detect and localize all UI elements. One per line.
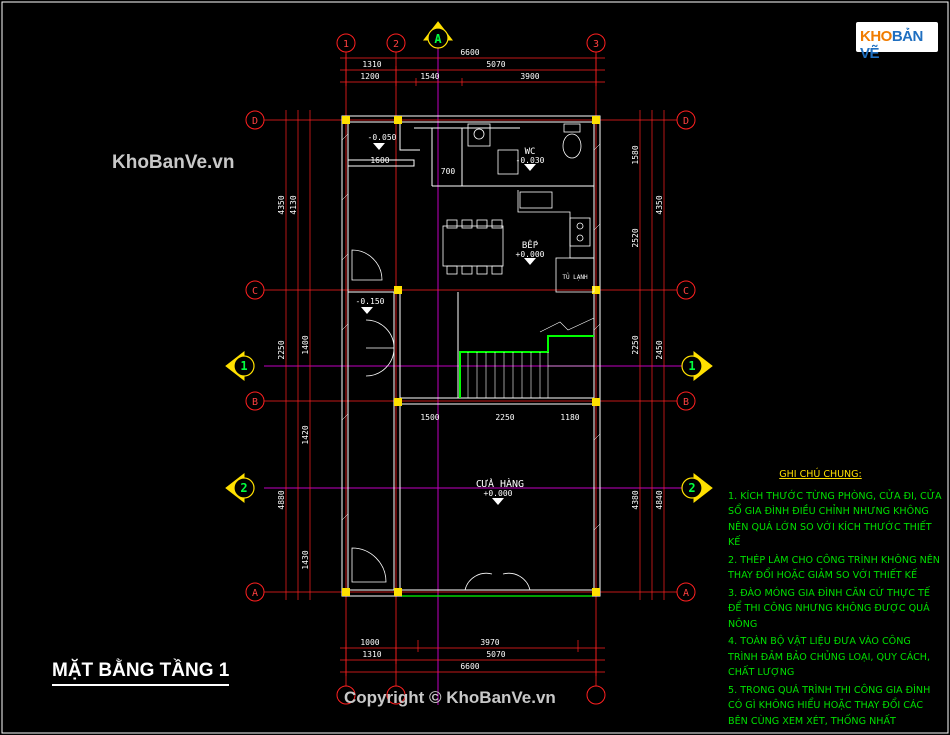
- dim-left-2: 4130: [289, 195, 298, 214]
- dim-bot-d: 5070: [486, 650, 505, 659]
- note-item-1: 1. KÍCH THƯỚC TỪNG PHÒNG, CỬA ĐI, CỬA SỔ…: [728, 490, 942, 549]
- vertical-dimension-texts: 4350 4130 2250 4880 1400 1420 1430 1580 …: [277, 145, 664, 569]
- brand-part-2: BẢN VẼ: [860, 28, 923, 62]
- dim-top-total: 6600: [460, 48, 479, 57]
- dim-right-2: 4350: [655, 195, 664, 214]
- axis-label-d-left: D: [252, 116, 258, 127]
- general-notes: GHI CHÚ CHUNG: 1. KÍCH THƯỚC TỪNG PHÒNG,…: [728, 467, 943, 731]
- axis-label-top-3: 3: [593, 39, 599, 50]
- dim-right-4: 2450: [655, 340, 664, 359]
- dim-right-7: 4840: [655, 490, 664, 509]
- level-2: -0.150: [356, 297, 385, 306]
- wc-fixtures: [467, 123, 582, 175]
- dim-left-4: 4880: [277, 490, 286, 509]
- room-bep-name: BẾP: [522, 239, 539, 251]
- dim-inner-5: 1180: [560, 413, 579, 422]
- dim-left-6: 1420: [301, 425, 310, 444]
- note-item-5: 5. TRONG QUÁ TRÌNH THI CÔNG GIA ĐÌNH CÓ …: [728, 684, 931, 727]
- copyright-watermark: Copyright © KhoBanVe.vn: [344, 688, 556, 707]
- brand-logo: KHOBẢN VẼ: [856, 22, 938, 62]
- dim-right-5: 2250: [631, 335, 640, 354]
- dim-top-b: 5070: [486, 60, 505, 69]
- room-labels: WC -0.030 BẾP +0.000 TỦ LẠNH CỬA HÀNG +0…: [356, 133, 588, 498]
- dim-bot-c: 1310: [362, 650, 381, 659]
- section-label-1-left: 1: [240, 359, 247, 373]
- section-label-1-right: 1: [688, 359, 695, 373]
- section-label-a: A: [434, 32, 442, 46]
- dim-inner-1: 1600: [370, 156, 389, 165]
- room-shop-name: CỬA HÀNG: [476, 477, 524, 490]
- fridge-label: TỦ LẠNH: [562, 273, 588, 281]
- note-item-3: 3. ĐÀO MÓNG GIA ĐÌNH CĂN CỨ THỰC TẾ ĐỂ T…: [728, 587, 930, 630]
- dim-left-5: 1400: [301, 335, 310, 354]
- axis-lines: [264, 52, 686, 690]
- watermark-left: KhoBanVe.vn: [112, 152, 235, 173]
- section-markers: [225, 21, 713, 504]
- dim-left-3: 2250: [277, 340, 286, 359]
- dim-right-6: 4380: [631, 490, 640, 509]
- dim-bot-total: 6600: [460, 662, 479, 671]
- magenta-gridlines: [264, 40, 686, 705]
- axis-circles: [245, 33, 696, 705]
- brand-logo-text: KHOBẢN VẼ: [860, 28, 938, 62]
- dim-left-7: 1430: [301, 550, 310, 569]
- dim-top-a: 1310: [362, 60, 381, 69]
- axis-label-a-left: A: [252, 588, 258, 599]
- side-dimensions: [285, 110, 665, 600]
- room-wc-level: -0.030: [516, 156, 545, 165]
- axis-label-b-left: B: [252, 397, 258, 408]
- room-shop-level: +0.000: [484, 489, 513, 498]
- kitchen-furniture: [442, 190, 595, 293]
- axis-label-a-right: A: [683, 588, 689, 599]
- dim-left-1: 4350: [277, 195, 286, 214]
- room-bep-level: +0.000: [516, 250, 545, 259]
- axis-letters: 1 2 3 D D C C B B A A: [252, 39, 689, 599]
- walls: [341, 115, 601, 597]
- dim-bot-a: 1000: [360, 638, 379, 647]
- wall-hatch: [341, 133, 601, 531]
- axis-label-d-right: D: [683, 116, 689, 127]
- dim-right-3: 2520: [631, 228, 640, 247]
- dim-top-d: 1540: [420, 72, 439, 81]
- dimension-texts: 6600 1310 5070 1200 1540 3900 1000 3970 …: [360, 48, 579, 671]
- section-label-2-left: 2: [240, 481, 247, 495]
- axis-label-c-left: C: [252, 286, 258, 297]
- dim-inner-4: 2250: [495, 413, 514, 422]
- dim-inner-2: 700: [441, 167, 456, 176]
- section-circles: [233, 27, 703, 499]
- dim-top-c: 1200: [360, 72, 379, 81]
- level-1: -0.050: [368, 133, 397, 142]
- axis-label-top-2: 2: [393, 39, 399, 50]
- section-label-2-right: 2: [688, 481, 695, 495]
- notes-title: GHI CHÚ CHUNG:: [779, 469, 862, 480]
- drawing-title: MẶT BẰNG TẦNG 1: [52, 660, 230, 686]
- note-item-4: 4. TOÀN BỘ VẬT LIỆU ĐƯA VÀO CÔNG TRÌNH Đ…: [728, 636, 931, 678]
- section-letters: A 1 1 2 2: [240, 32, 695, 495]
- top-dimensions: [340, 54, 605, 86]
- dim-inner-3: 1500: [420, 413, 439, 422]
- dim-top-e: 3900: [520, 72, 539, 81]
- brand-part-1: KHO: [860, 28, 892, 45]
- axis-label-top-1: 1: [343, 39, 349, 50]
- axis-label-c-right: C: [683, 286, 689, 297]
- axis-label-b-right: B: [683, 397, 689, 408]
- note-item-2: 2. THÉP LÀM CHO CÔNG TRÌNH KHÔNG NÊN THA…: [728, 554, 940, 582]
- dim-right-1: 1580: [631, 145, 640, 164]
- dim-bot-b: 3970: [480, 638, 499, 647]
- room-wc-name: WC: [525, 147, 536, 157]
- staircase: [459, 317, 595, 398]
- brand-logo-background: [856, 22, 938, 52]
- level-markers: [361, 143, 536, 505]
- columns: [342, 116, 600, 596]
- bottom-dimensions: [340, 640, 605, 676]
- doors: [351, 249, 531, 591]
